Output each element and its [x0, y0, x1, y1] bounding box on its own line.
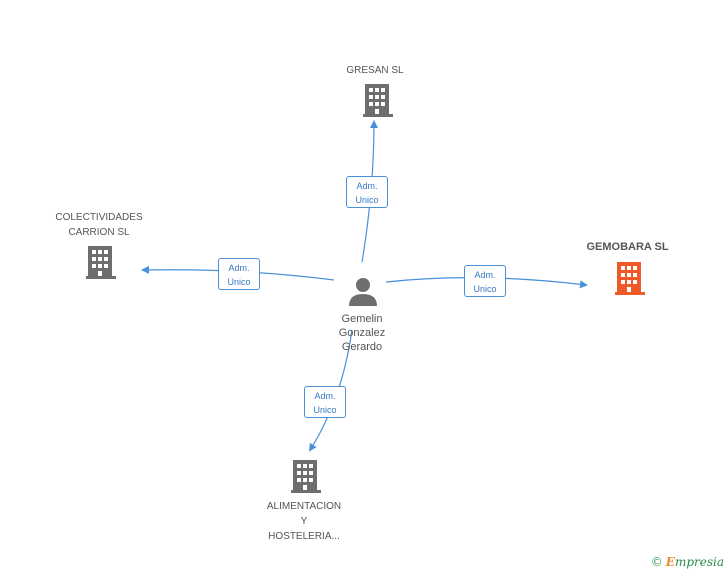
brand-logo: ©Empresia [651, 555, 724, 569]
edge-role-line1: Adm. [228, 263, 250, 273]
company-label-alimentacion[interactable]: ALIMENTACION Y HOSTELERIA... [266, 501, 342, 542]
edge-label-gemobara: Adm. Unico [464, 265, 506, 297]
building-icon[interactable] [363, 84, 393, 117]
brand-first-letter: E [665, 555, 675, 569]
company-label-gresan[interactable]: GRESAN SL [346, 65, 404, 76]
building-icon-highlight[interactable] [615, 262, 645, 295]
edge-role-line2: Unico [355, 195, 379, 205]
building-icon[interactable] [291, 460, 321, 493]
edge-label-gresan: Adm. Unico [346, 176, 388, 208]
person-icon[interactable] [349, 278, 377, 306]
copyright-icon: © [650, 555, 663, 569]
edge-role-line1: Adm. [474, 270, 496, 280]
company-label-gemobara[interactable]: GEMOBARA SL [586, 241, 669, 253]
edge-role-line2: Unico [227, 277, 251, 287]
edge-label-colectividades: Adm. Unico [218, 258, 260, 290]
edge-role-line1: Adm. [356, 181, 378, 191]
edge-role-line2: Unico [473, 284, 497, 294]
brand-name: mpresia [674, 555, 724, 569]
edge-label-alimentacion: Adm. Unico [304, 386, 346, 418]
edge-role-line1: Adm. [314, 391, 336, 401]
edge-role-line2: Unico [313, 405, 337, 415]
building-icon[interactable] [86, 246, 116, 279]
company-label-colectividades[interactable]: COLECTIVIDADES CARRION SL [55, 212, 143, 238]
person-label[interactable]: Gemelin Gonzalez Gerardo [338, 313, 386, 353]
